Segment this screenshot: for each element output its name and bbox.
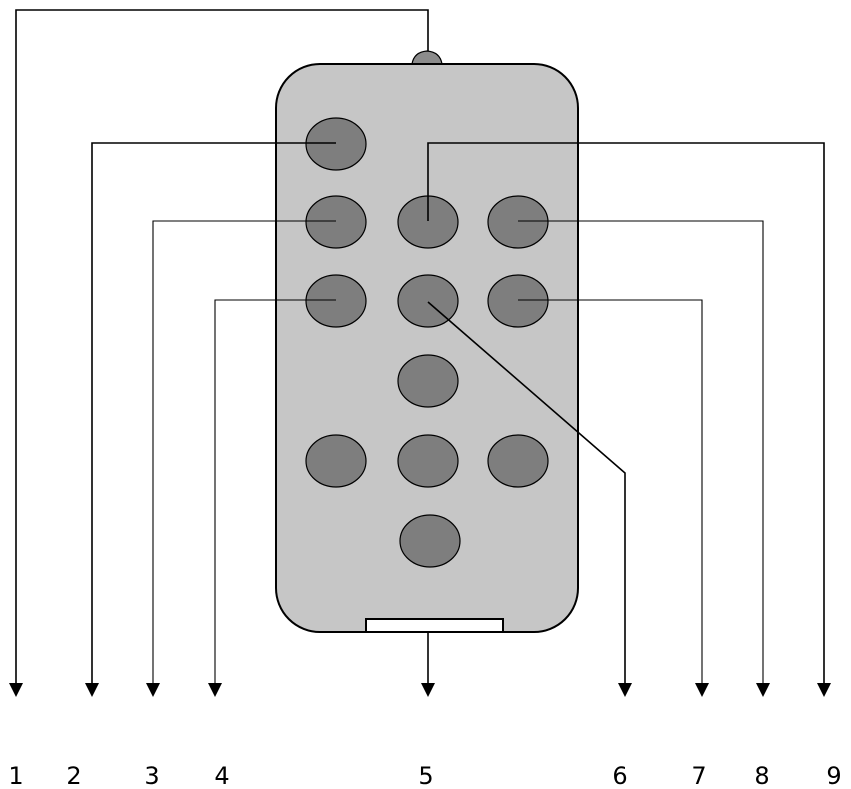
leader-line-3 xyxy=(152,220,336,684)
callout-labels: 1 2 3 4 5 6 7 8 9 xyxy=(8,762,841,789)
callout-label-1: 1 xyxy=(8,762,23,789)
leader-line-8 xyxy=(518,220,764,684)
leader-line-7 xyxy=(518,299,703,684)
callout-label-3: 3 xyxy=(144,762,159,789)
leader-line-4 xyxy=(214,299,336,684)
remote-button xyxy=(487,195,549,249)
callout-label-2: 2 xyxy=(66,762,81,789)
remote-button xyxy=(397,434,459,488)
remote-button xyxy=(399,514,461,568)
callout-label-9: 9 xyxy=(826,762,841,789)
callout-label-5: 5 xyxy=(418,762,433,789)
port-slot xyxy=(365,618,504,633)
callout-label-8: 8 xyxy=(754,762,769,789)
button-group xyxy=(305,117,549,568)
remote-button xyxy=(305,274,367,328)
remote-button xyxy=(487,274,549,328)
arrowhead-7 xyxy=(695,683,709,697)
remote-button xyxy=(397,354,459,408)
remote-button xyxy=(305,195,367,249)
callout-label-4: 4 xyxy=(214,762,229,789)
callout-label-7: 7 xyxy=(691,762,706,789)
remote-button xyxy=(305,434,367,488)
arrowhead-6 xyxy=(618,683,632,697)
arrowhead-2 xyxy=(85,683,99,697)
arrowhead-4 xyxy=(208,683,222,697)
callout-label-6: 6 xyxy=(612,762,627,789)
remote-button xyxy=(487,434,549,488)
arrowhead-9 xyxy=(817,683,831,697)
leader-line-6 xyxy=(427,301,626,684)
leader-line-9 xyxy=(427,142,825,684)
arrowhead-1 xyxy=(9,683,23,697)
leader-lines xyxy=(15,9,825,684)
indicator-nub xyxy=(411,50,443,65)
arrowhead-5 xyxy=(421,683,435,697)
remote-button xyxy=(305,117,367,171)
leader-line-2 xyxy=(91,142,336,684)
leader-line-1 xyxy=(15,9,429,684)
arrowhead-8 xyxy=(756,683,770,697)
arrowheads xyxy=(9,683,831,697)
arrowhead-3 xyxy=(146,683,160,697)
